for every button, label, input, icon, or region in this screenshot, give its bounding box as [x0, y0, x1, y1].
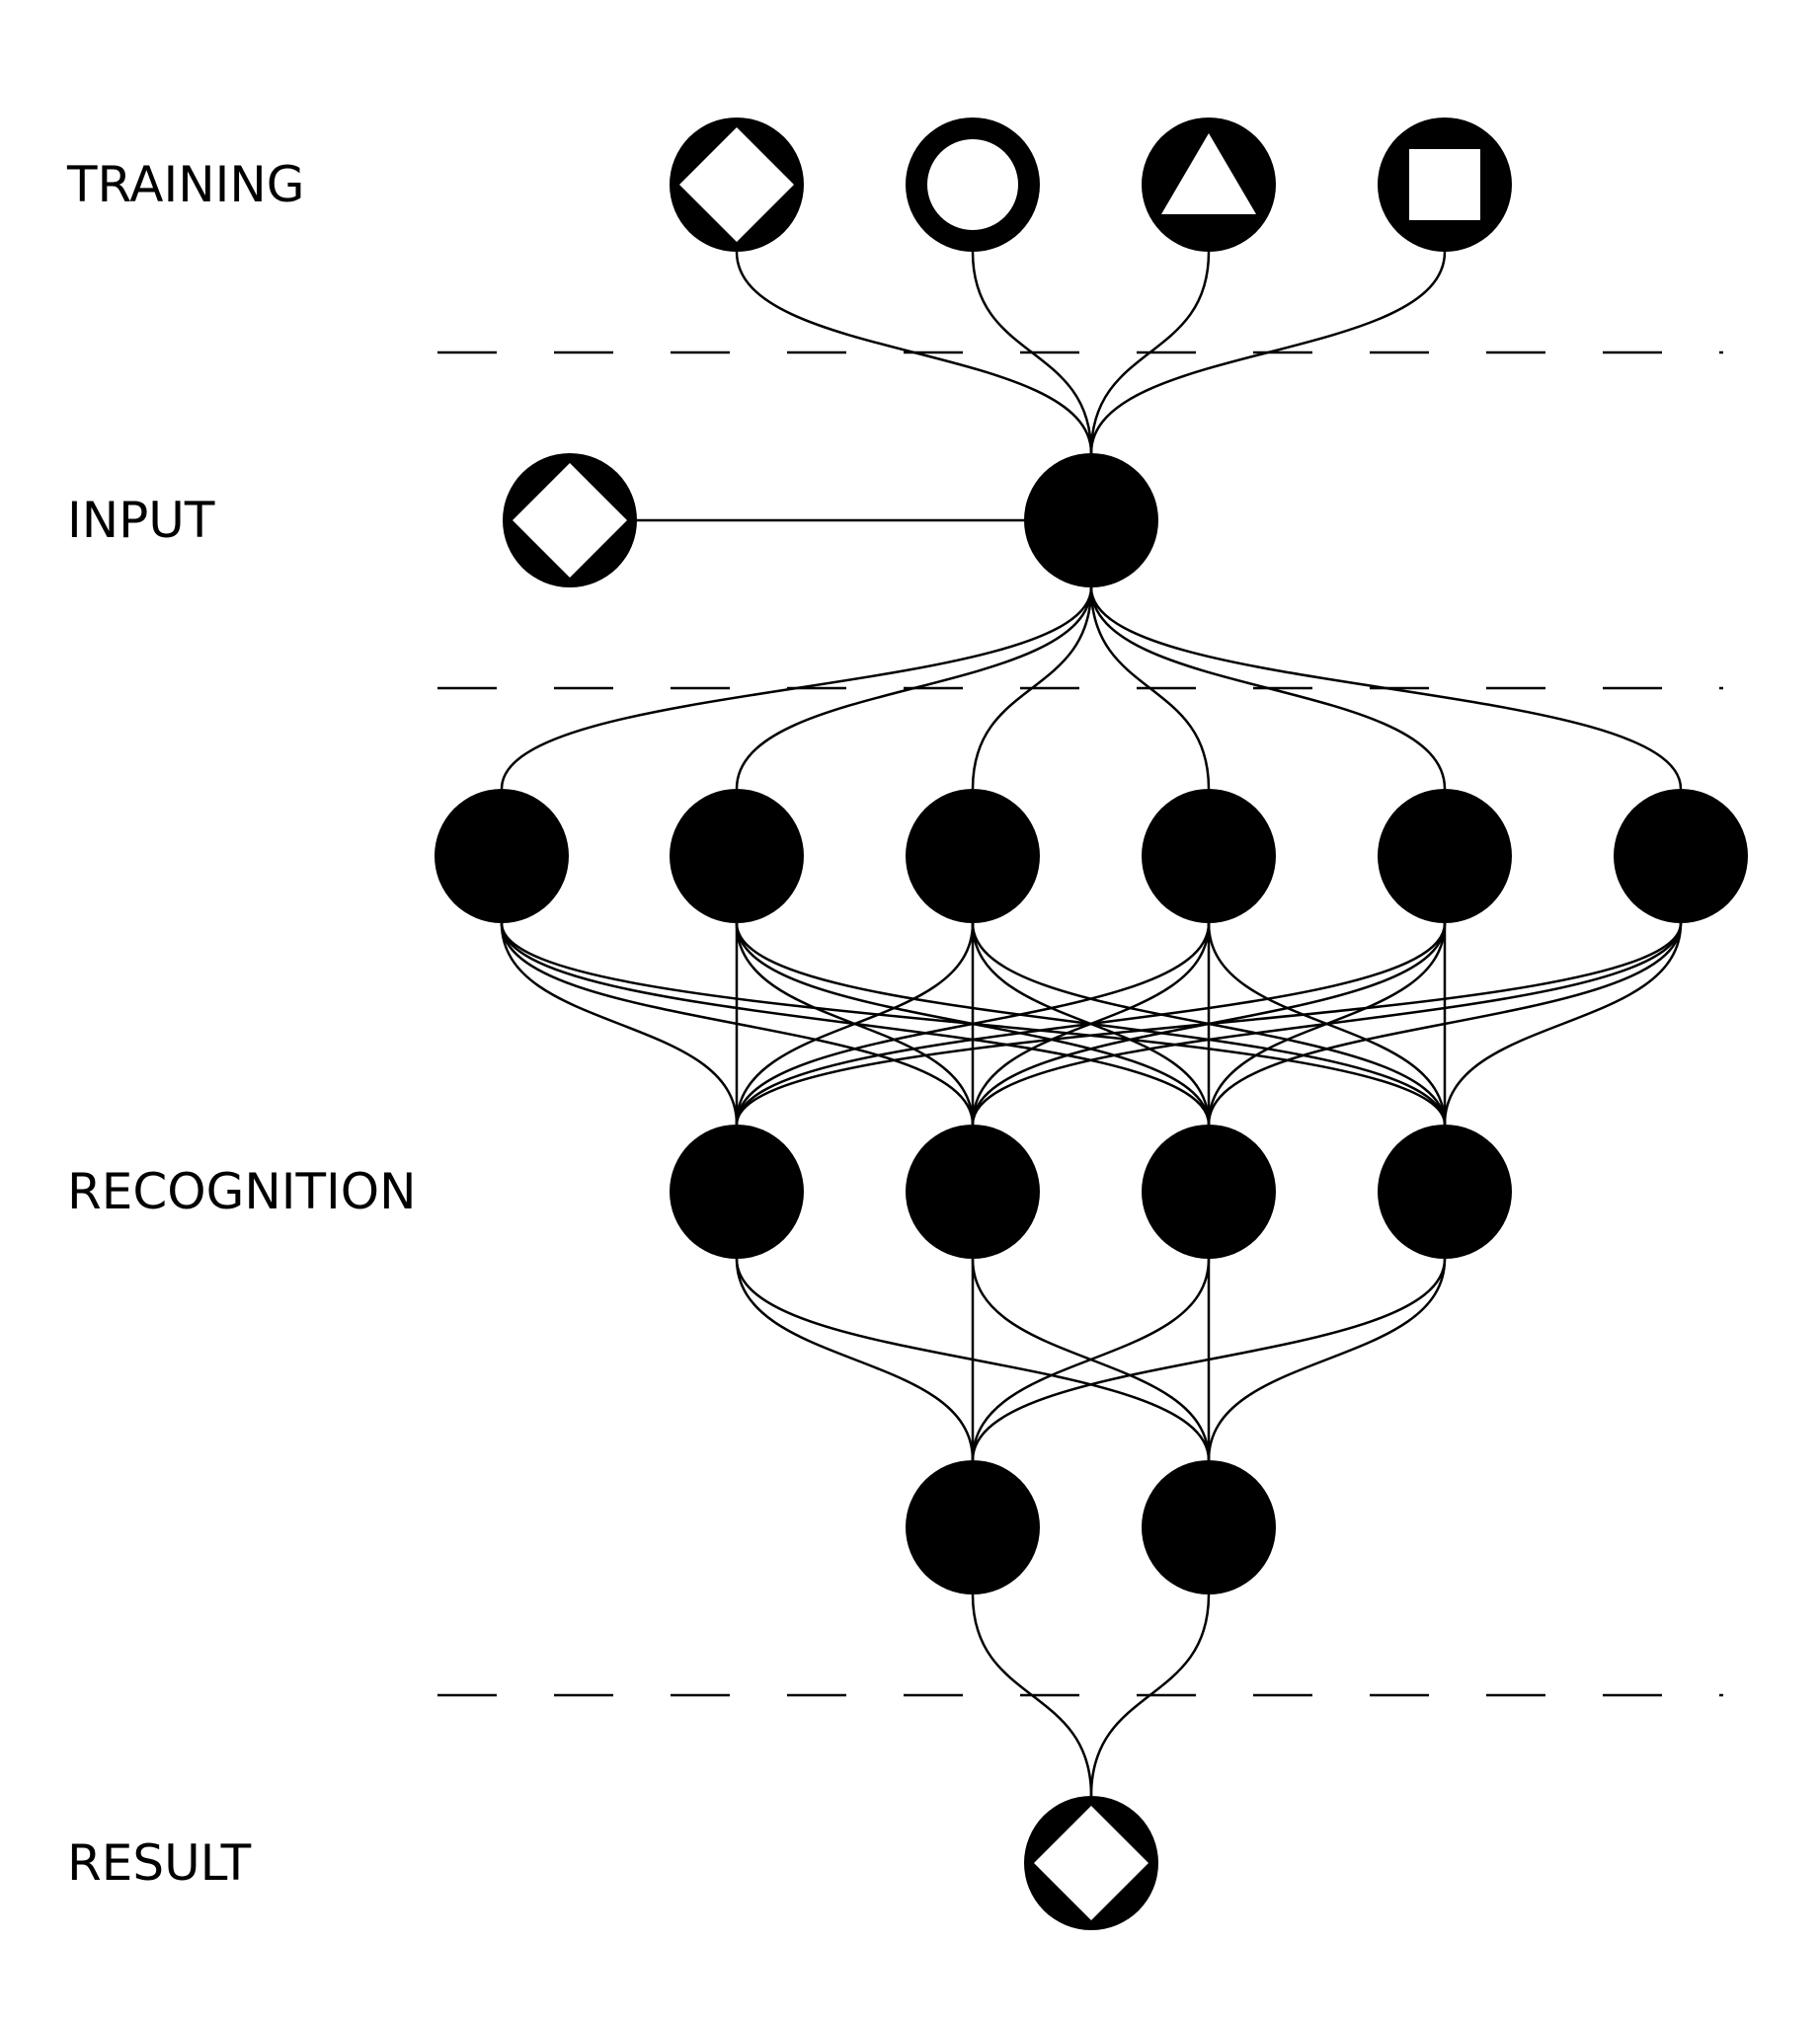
- connection-hidden-1-hidden-2: [735, 922, 975, 1126]
- stage-label-input: INPUT: [67, 492, 215, 549]
- node-hidden-1-3: [906, 789, 1040, 923]
- node-hidden-2-3: [1142, 1125, 1276, 1259]
- diamond-icon: [513, 463, 627, 578]
- node-input-neuron-1: [1024, 453, 1158, 587]
- neuron-circle: [906, 789, 1040, 923]
- diamond-icon: [679, 127, 794, 242]
- node-hidden-3-1: [906, 1460, 1040, 1594]
- node-hidden-1-6: [1614, 789, 1748, 923]
- neuron-circle: [670, 789, 804, 923]
- circle-icon: [927, 139, 1018, 230]
- node-hidden-2-2: [906, 1125, 1040, 1259]
- connection-training-input-neuron: [971, 251, 1093, 454]
- connection-hidden-1-hidden-2: [735, 922, 1447, 1126]
- node-hidden-3-2: [1142, 1460, 1276, 1594]
- neuron-circle: [670, 1125, 804, 1259]
- diamond-icon: [1034, 1806, 1148, 1920]
- node-training-4: [1378, 117, 1512, 252]
- connection-hidden-1-hidden-2: [500, 922, 739, 1126]
- stage-label-training: TRAINING: [66, 156, 305, 213]
- connection-input-neuron-hidden-1: [971, 586, 1093, 790]
- node-input-sample-1: [503, 453, 637, 587]
- connection-hidden-1-hidden-2: [971, 922, 1683, 1126]
- neuron-circle: [435, 789, 569, 923]
- connection-hidden-2-hidden-3: [1207, 1258, 1447, 1461]
- connection-hidden-2-hidden-3: [971, 1258, 1447, 1461]
- node-hidden-1-2: [670, 789, 804, 923]
- connection-hidden-1-hidden-2: [1443, 922, 1683, 1126]
- neuron-circle: [906, 1460, 1040, 1594]
- node-training-2: [906, 117, 1040, 252]
- neuron-circle: [906, 1125, 1040, 1259]
- node-training-1: [670, 117, 804, 252]
- connection-hidden-1-hidden-2: [1207, 922, 1683, 1126]
- node-training-3: [1142, 117, 1276, 252]
- neuron-circle: [1614, 789, 1748, 923]
- connection-input-neuron-hidden-1: [500, 586, 1093, 790]
- connection-hidden-3-result: [971, 1594, 1093, 1797]
- connection-hidden-2-hidden-3: [735, 1258, 975, 1461]
- connection-hidden-3-result: [1089, 1594, 1211, 1797]
- node-hidden-1-4: [1142, 789, 1276, 923]
- node-hidden-2-4: [1378, 1125, 1512, 1259]
- stage-label-result: RESULT: [67, 1834, 252, 1892]
- connection-training-input-neuron: [735, 251, 1093, 454]
- connections: [500, 251, 1683, 1797]
- neuron-circle: [1378, 789, 1512, 923]
- neuron-circle: [1142, 1460, 1276, 1594]
- node-hidden-2-1: [670, 1125, 804, 1259]
- triangle-icon: [1161, 133, 1256, 214]
- neuron-circle: [1142, 789, 1276, 923]
- connection-input-neuron-hidden-1: [735, 586, 1093, 790]
- connection-input-neuron-hidden-1: [1089, 586, 1447, 790]
- node-hidden-1-5: [1378, 789, 1512, 923]
- neuron-circle: [1024, 453, 1158, 587]
- connection-input-neuron-hidden-1: [1089, 586, 1683, 790]
- neuron-circle: [1378, 1125, 1512, 1259]
- connection-hidden-2-hidden-3: [971, 1258, 1211, 1461]
- connection-hidden-1-hidden-2: [735, 922, 1211, 1126]
- dividers: [437, 350, 1723, 1697]
- node-hidden-1-1: [435, 789, 569, 923]
- node-result-1: [1024, 1796, 1158, 1930]
- connection-input-neuron-hidden-1: [1089, 586, 1211, 790]
- connection-hidden-1-hidden-2: [735, 922, 1683, 1126]
- connection-training-input-neuron: [1089, 251, 1211, 454]
- neuron-circle: [1142, 1125, 1276, 1259]
- square-icon: [1409, 149, 1480, 220]
- stage-label-recognition: RECOGNITION: [67, 1163, 417, 1220]
- connection-training-input-neuron: [1089, 251, 1447, 454]
- neurons: [435, 117, 1748, 1930]
